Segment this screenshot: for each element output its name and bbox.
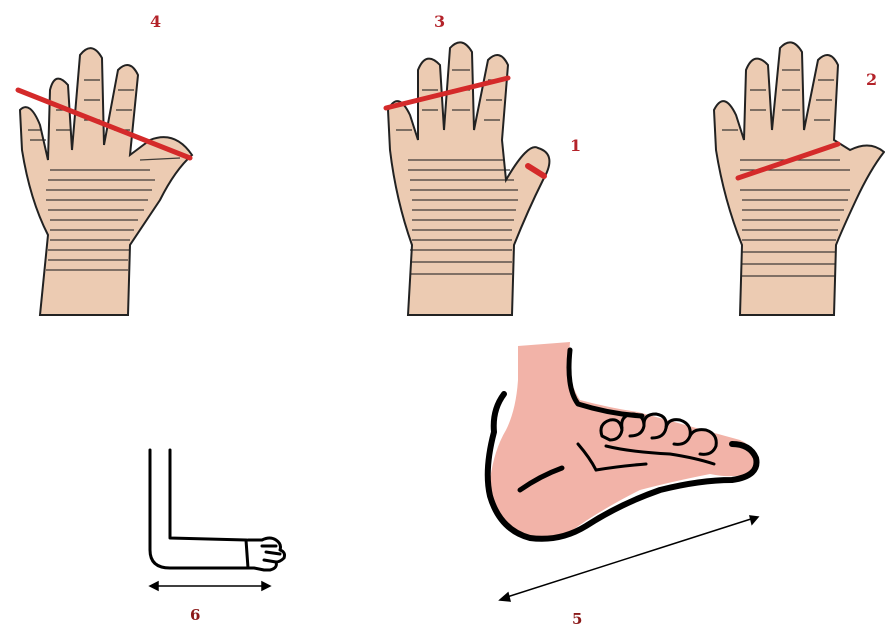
label-4: 4: [150, 14, 161, 30]
label-1: 1: [570, 138, 581, 154]
arm-illustration: [130, 440, 300, 600]
hand-illustration-left: [0, 30, 210, 320]
hand-shape: [388, 42, 549, 315]
hand-illustration-right: [700, 30, 885, 320]
hand-shape: [20, 48, 192, 315]
foot-illustration: [470, 340, 770, 610]
foot-shape: [488, 342, 757, 542]
label-2: 2: [866, 72, 877, 88]
label-3: 3: [434, 14, 445, 30]
label-5: 5: [572, 612, 582, 627]
label-6: 6: [190, 608, 200, 623]
measure-arrow-6: [150, 582, 270, 590]
hand-illustration-middle: [378, 30, 578, 320]
